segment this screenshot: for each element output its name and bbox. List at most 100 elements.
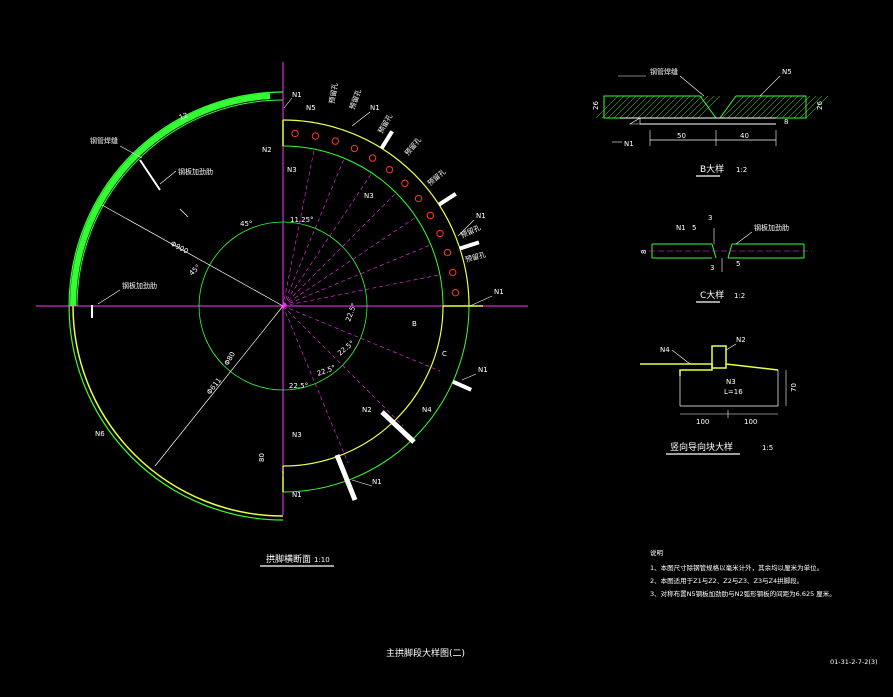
detail-c-5: 5: [692, 224, 696, 232]
hatch-line: [661, 95, 685, 119]
bolt-hole: [451, 289, 460, 297]
hatch-line: [691, 95, 715, 119]
detail-c-scale: 1:2: [734, 292, 745, 300]
label-n1-right: N1: [370, 104, 380, 112]
label-n6: N6: [95, 430, 105, 438]
hatch-line: [769, 95, 793, 119]
radial-ray: [282, 216, 417, 307]
hatch-line: [793, 95, 817, 119]
bolt-hole: [436, 229, 444, 238]
stiffener-left-1: [139, 159, 161, 191]
label-n3-mid: N3: [364, 192, 374, 200]
label-80: Φ80: [223, 351, 237, 367]
bolt-holes: [291, 129, 460, 297]
diameter-line-inner: [154, 305, 284, 467]
detail-b-d40: 40: [740, 132, 749, 140]
detail-c-n1: N1: [676, 224, 686, 232]
detail-b-title: B大样: [700, 163, 724, 175]
detail-d-n3: N3: [726, 378, 736, 386]
detail-b-scale: 1:2: [736, 166, 747, 174]
hatch-line: [805, 95, 829, 119]
detail-b-d8: 8: [784, 118, 788, 126]
outer-shell-arc-inner: [76, 99, 284, 307]
bolt-hole: [311, 132, 320, 140]
hatch-line: [655, 95, 679, 119]
detail-d-d100b: 100: [744, 418, 757, 426]
label-n3-top: N3: [287, 166, 297, 174]
label-225d: 22.5°: [289, 382, 308, 390]
label-n1-lower: N1: [478, 366, 488, 374]
detail-guide-block: N4 N2 N3 L=16 70 100 100 竖向导向块大样 1:5: [640, 336, 798, 455]
radial-stub: [437, 192, 457, 207]
detail-c-3b: 3: [710, 264, 714, 272]
label-n4-lower: N4: [422, 406, 432, 414]
hatch-line: [745, 95, 769, 119]
hatch-line: [751, 95, 775, 119]
bolt-hole: [291, 129, 299, 138]
detail-d-n2: N2: [736, 336, 746, 344]
detail-c-weld: 钢板加劲肋: [754, 223, 789, 232]
label-h80: 80: [258, 453, 266, 462]
notes-item-3: 3、对称布置N5钢板加劲肋与N2弧形钢板的间距为6.625 厘米。: [650, 589, 836, 598]
detail-b-weld: 钢管焊缝: [650, 67, 678, 76]
hatch-line: [697, 95, 721, 119]
hatch-line: [727, 95, 751, 119]
hatch-line: [649, 95, 673, 119]
label-top-dim: 12: [178, 111, 189, 122]
notes: 说明 1、本图尺寸除钢管规格以毫米计外，其余均以厘米为单位。 2、本图适用于Z1…: [650, 548, 836, 598]
radial-ray: [282, 274, 440, 307]
notes-heading: 说明: [650, 548, 664, 557]
label-weld-1: 钢管焊缝: [90, 136, 118, 145]
drawing-number: 01-31-2-7-2(3): [830, 658, 878, 666]
label-225b: 22.5°: [336, 339, 356, 357]
right-lower-stub: [380, 410, 416, 444]
radial-ray: [282, 149, 315, 307]
detail-c-title: C大样: [700, 289, 724, 301]
outer-shell-arc: [68, 91, 284, 521]
hatch-line: [625, 95, 649, 119]
notes-item-2: 2、本图适用于Z1与Z2、Z2与Z3、Z3与Z4拱脚段。: [650, 576, 803, 585]
radial-stub: [452, 379, 473, 392]
lower-left-shell: [72, 305, 284, 517]
detail-c-d8: 8: [640, 250, 648, 254]
detail-b-d26a: 26: [592, 101, 600, 110]
bolt-hole: [426, 211, 435, 220]
label-225a: 22.5°: [344, 302, 358, 323]
label-weld-3: 钢板加劲肋: [122, 281, 157, 290]
label-b-mark: B: [412, 320, 417, 328]
label-bolt-2: 预留孔: [347, 88, 363, 111]
hatch-line: [763, 95, 787, 119]
radial-stub: [379, 130, 394, 150]
detail-c-d5: 5: [736, 260, 740, 268]
hatch-line: [613, 95, 637, 119]
label-weld-2: 钢板加劲肋: [178, 167, 213, 176]
detail-d-n4: N4: [660, 346, 670, 354]
hatch-line: [631, 95, 655, 119]
label-bolt-5: 预留孔: [426, 167, 448, 187]
inner-ring-outer: [282, 119, 470, 307]
detail-d-d70: 70: [790, 383, 798, 392]
label-bolt-7: 预留孔: [464, 250, 487, 264]
radial-ray: [282, 158, 345, 307]
detail-b: 50 40 8 26 26 钢管焊缝 N5 N1 B大样 1:2: [592, 67, 829, 177]
inner-ring-inner: [282, 145, 444, 307]
hatch-line: [601, 95, 625, 119]
notes-item-1: 1、本图尺寸除钢管规格以毫米计外，其余均以厘米为单位。: [650, 563, 823, 572]
hatch-line: [739, 95, 763, 119]
bolt-hole: [385, 165, 394, 174]
hatch-line: [775, 95, 799, 119]
label-225c: 22.5°: [316, 364, 337, 378]
hatch-line: [619, 95, 643, 119]
bolt-hole: [401, 179, 409, 187]
diameter-line-outer: [101, 204, 284, 307]
hatch-line: [733, 95, 757, 119]
label-bolt-4: 预留孔: [403, 135, 423, 157]
radial-stubs: [379, 130, 480, 392]
hatch-line: [595, 95, 619, 119]
detail-c: N1 5 3 3 钢板加劲肋 8 5 C大样 1:2: [640, 214, 812, 303]
label-n1-bottom: N1: [372, 478, 382, 486]
hatch-line: [721, 95, 745, 119]
label-d900: Φ900: [169, 240, 189, 256]
label-n5-top: N5: [306, 104, 316, 112]
